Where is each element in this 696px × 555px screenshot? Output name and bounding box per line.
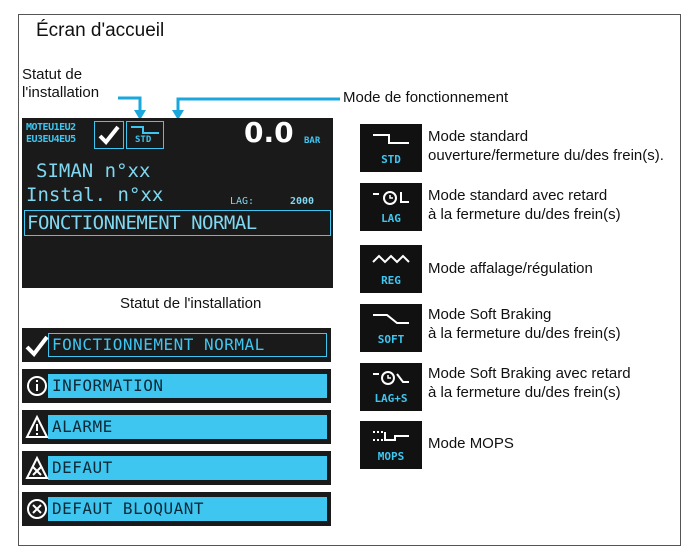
mode-desc-std: Mode standard ouverture/fermeture du/des…: [428, 127, 664, 165]
mode-desc-soft: Mode Soft Braking à la fermeture du/des …: [428, 305, 621, 343]
mode-subtitle-lag: à la fermeture du/des frein(s): [428, 206, 621, 223]
mode-title-mops: Mode MOPS: [428, 435, 514, 452]
callout-installation-status-bottom: Statut de l'installation: [120, 295, 262, 312]
page-title: Écran d'accueil: [36, 20, 165, 41]
lcd-valve-status-row2: EU3EU4EU5: [26, 134, 76, 145]
mode-subtitle-lag-soft: à la fermeture du/des frein(s): [428, 384, 621, 401]
lcd-status-line: FONCTIONNEMENT NORMAL: [24, 210, 331, 236]
mode-code-lag-soft: LAG+S: [374, 392, 408, 405]
mode-code-mops: MOPS: [377, 450, 405, 463]
mode-icon-reg: REG: [360, 245, 422, 293]
mode-desc-mops: Mode MOPS: [428, 434, 514, 453]
mode-icon-mops: MOPS: [360, 421, 422, 469]
mode-title-soft: Mode Soft Braking: [428, 306, 552, 323]
lcd-line-siman: SIMAN n°xx: [36, 160, 151, 182]
fault-icon: [25, 455, 49, 479]
mode-code-lag: LAG: [381, 212, 401, 225]
mode-desc-lag-soft: Mode Soft Braking avec retard à la ferme…: [428, 364, 631, 402]
mode-title-lag-soft: Mode Soft Braking avec retard: [428, 365, 631, 382]
lcd-valve-status-row1: MOTEU1EU2: [26, 122, 76, 133]
callout-installation-status-top: Statut de l'installation: [22, 66, 100, 101]
lcd-check-icon: [94, 121, 124, 149]
mode-subtitle-soft: à la fermeture du/des frein(s): [428, 325, 621, 342]
warning-icon: [25, 414, 49, 438]
lcd-lag-label: LAG:: [230, 196, 255, 207]
lcd-pressure-value: 0.0: [244, 116, 294, 149]
mode-icon-lag-soft: LAG+S: [360, 363, 422, 411]
mode-desc-reg: Mode affalage/régulation: [428, 259, 593, 278]
mode-desc-lag: Mode standard avec retard à la fermeture…: [428, 186, 621, 224]
blocking-fault-icon: [27, 499, 47, 519]
status-bar-fault: DEFAUT: [22, 451, 331, 485]
status-bar-blocking-fault: DEFAUT BLOQUANT: [22, 492, 331, 526]
mode-title-std: Mode standard: [428, 128, 529, 145]
status-label-blocking-fault: DEFAUT BLOQUANT: [52, 499, 204, 518]
check-icon: [25, 335, 49, 358]
status-bar-normal: FONCTIONNEMENT NORMAL: [22, 328, 331, 362]
mode-title-lag: Mode standard avec retard: [428, 187, 608, 204]
mode-icon-soft: SOFT: [360, 304, 422, 352]
lcd-mode-indicator: STD: [126, 121, 164, 149]
lcd-mode-code: STD: [135, 135, 152, 145]
status-label-information: INFORMATION: [52, 376, 164, 395]
status-label-normal: FONCTIONNEMENT NORMAL: [52, 335, 265, 354]
diagram-frame: [18, 14, 681, 546]
status-label-fault: DEFAUT: [52, 458, 113, 477]
status-bar-alarm: ALARME: [22, 410, 331, 444]
mode-subtitle-std: ouverture/fermeture du/des frein(s).: [428, 147, 664, 164]
mode-title-reg: Mode affalage/régulation: [428, 260, 593, 277]
status-label-alarm: ALARME: [52, 417, 113, 436]
mode-code-soft: SOFT: [377, 333, 405, 346]
info-icon: [27, 376, 47, 396]
lcd-lag-value: 2000: [290, 196, 315, 207]
lcd-home-screen: MOTEU1EU2 EU3EU4EU5 STD 0.0 BAR SIMAN n°…: [22, 116, 333, 288]
lcd-pressure-unit: BAR: [304, 136, 321, 146]
mode-icon-std: STD: [360, 124, 422, 172]
mode-code-std: STD: [381, 153, 401, 166]
callout-operating-mode: Mode de fonctionnement: [343, 89, 509, 106]
mode-code-reg: REG: [381, 274, 401, 287]
status-bar-information: INFORMATION: [22, 369, 331, 403]
lcd-line-installation: Instal. n°xx: [26, 184, 164, 206]
lcd-status-text: FONCTIONNEMENT NORMAL: [27, 212, 257, 234]
mode-icon-lag: LAG: [360, 183, 422, 231]
